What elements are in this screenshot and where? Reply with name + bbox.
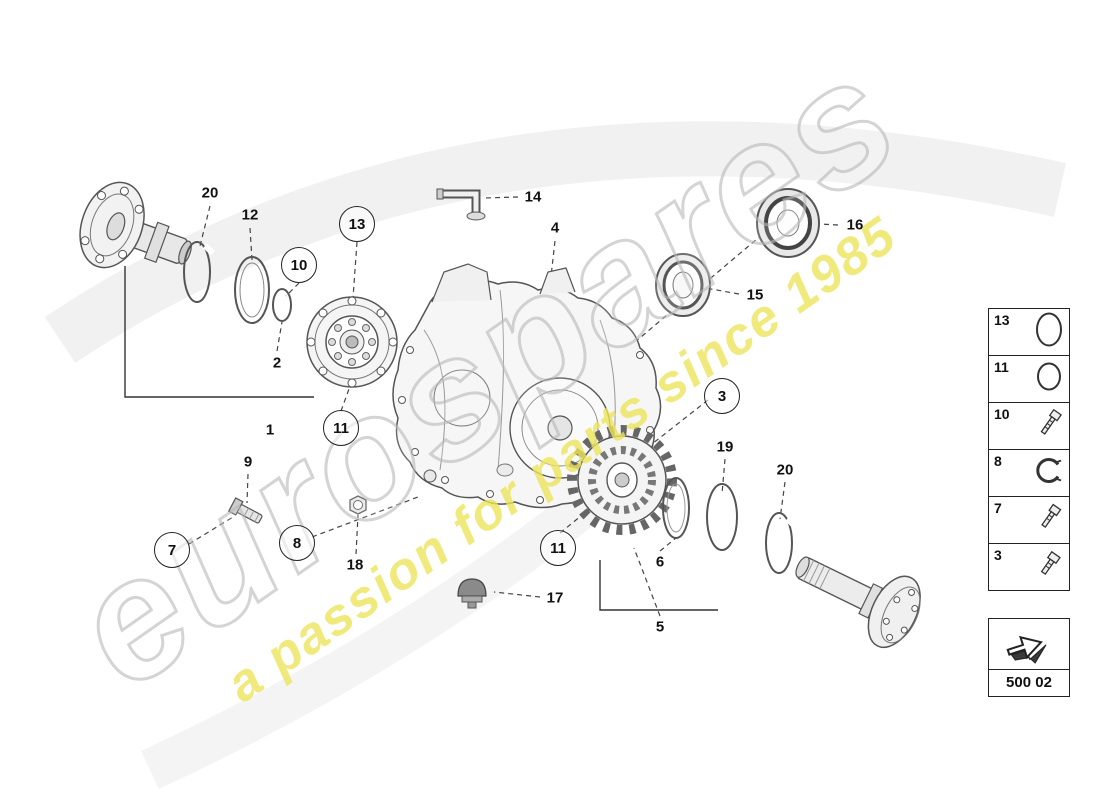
callout-1[interactable]: 1	[265, 421, 275, 439]
callout-9[interactable]: 9	[243, 453, 253, 471]
bolt-icon	[1032, 500, 1066, 541]
clamp-ring-icon	[1030, 453, 1066, 494]
side-cover-bearing	[306, 296, 398, 388]
callout-12[interactable]: 12	[241, 206, 259, 224]
bolt-icon	[1032, 406, 1066, 447]
parts-legend: 13 11 10 8	[988, 308, 1070, 591]
rear-cover-flange	[567, 425, 677, 535]
nut-18	[349, 495, 367, 515]
radial-seal-15	[655, 253, 711, 317]
callout-7[interactable]: 7	[154, 532, 190, 568]
seal-ring-12	[234, 256, 270, 324]
arrow-3d-icon	[989, 619, 1069, 670]
legend-part-number: 8	[994, 453, 1002, 469]
legend-row-3[interactable]: 3	[989, 544, 1069, 590]
callout-5[interactable]: 5	[655, 618, 665, 636]
o-ring-10	[272, 288, 292, 322]
callout-20-right[interactable]: 20	[776, 461, 794, 479]
callout-2[interactable]: 2	[272, 354, 282, 372]
callout-11[interactable]: 11	[323, 410, 359, 446]
snap-ring-20-right	[765, 512, 797, 574]
callout-14[interactable]: 14	[524, 188, 542, 206]
callout-3[interactable]: 3	[704, 378, 740, 414]
legend-row-11[interactable]: 11	[989, 356, 1069, 403]
bolt-9	[227, 497, 263, 524]
callout-18[interactable]: 18	[346, 556, 364, 574]
callout-20[interactable]: 20	[201, 184, 219, 202]
callout-11-lower[interactable]: 11	[540, 530, 576, 566]
output-shaft-flange	[795, 556, 921, 649]
legend-row-13[interactable]: 13	[989, 309, 1069, 356]
callout-4[interactable]: 4	[550, 219, 560, 237]
o-ring-19	[706, 483, 738, 551]
callout-17[interactable]: 17	[546, 589, 564, 607]
o-ring-large-icon	[1032, 310, 1066, 355]
legend-row-7[interactable]: 7	[989, 497, 1069, 544]
legend-row-10[interactable]: 10	[989, 403, 1069, 450]
bolt-icon	[1032, 547, 1066, 588]
callout-13[interactable]: 13	[339, 206, 375, 242]
input-flange-shaft	[79, 181, 192, 269]
callout-19[interactable]: 19	[716, 438, 734, 456]
bracket-lines	[124, 266, 718, 611]
o-ring-icon	[1032, 359, 1066, 400]
legend-part-number: 11	[994, 359, 1009, 375]
snap-ring-20	[183, 241, 215, 303]
legend-part-number: 7	[994, 500, 1002, 516]
diagram-code-box: 500 02	[988, 618, 1070, 697]
radial-seal-16	[756, 188, 820, 258]
legend-part-number: 10	[994, 406, 1010, 422]
diagram-code: 500 02	[1006, 674, 1052, 691]
drain-plug-17	[457, 578, 487, 609]
callout-10[interactable]: 10	[281, 247, 317, 283]
legend-part-number: 13	[994, 312, 1010, 328]
callout-15[interactable]: 15	[746, 286, 764, 304]
legend-row-8[interactable]: 8	[989, 450, 1069, 497]
background-swoosh	[44, 121, 1067, 790]
callout-16[interactable]: 16	[846, 216, 864, 234]
callout-8[interactable]: 8	[279, 525, 315, 561]
breather-pipe	[436, 188, 486, 221]
callout-6[interactable]: 6	[655, 553, 665, 571]
shim-ring-6	[662, 477, 690, 539]
legend-part-number: 3	[994, 547, 1002, 563]
